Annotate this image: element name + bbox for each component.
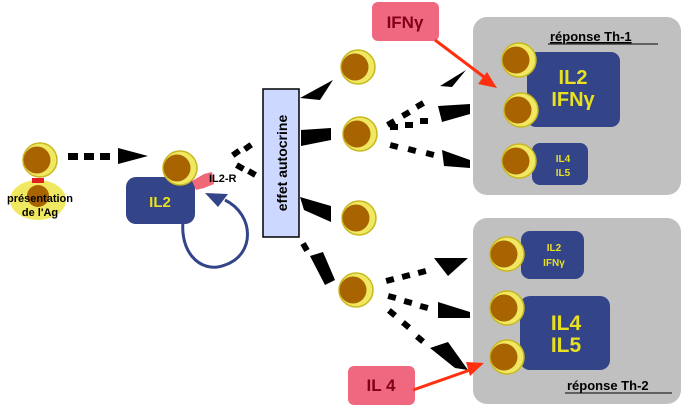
th2-response-title: réponse Th-2	[567, 378, 649, 393]
th2-cytokine-box-small	[521, 231, 584, 279]
ifng-signal-arrow	[434, 38, 489, 82]
th2-small-line1: IL2	[547, 243, 562, 254]
th1-cell-3	[501, 143, 537, 179]
ifng-signal-arrowhead	[478, 72, 497, 88]
th1-cell-2	[503, 92, 539, 128]
activated-t-cell	[162, 150, 198, 186]
intermediate-cell-3	[341, 200, 377, 236]
th1-cytokine-box-small	[532, 143, 588, 185]
intermediate-cell-1	[340, 49, 376, 85]
th1-differentiation-arrows	[386, 70, 470, 168]
proliferation-arrows	[231, 80, 335, 285]
th2-cell-1	[489, 236, 525, 272]
presentation-label-line1: présentation	[7, 193, 73, 205]
th2-cell-3	[489, 339, 525, 375]
th2-cell-2	[489, 290, 525, 326]
presentation-label-line2: de l'Ag	[22, 207, 58, 219]
il4-signal-box	[348, 366, 415, 405]
th1-large-line2: IFNγ	[551, 89, 595, 111]
th1-small-line1: IL4	[556, 154, 571, 165]
apc-cell-nucleus	[27, 185, 49, 207]
th2-cytokine-box-large	[520, 296, 610, 370]
il4-signal-label: IL 4	[367, 376, 397, 395]
il4-signal-arrow	[412, 368, 471, 392]
th1-large-line1: IL2	[559, 67, 588, 89]
th1-cytokine-box-large	[527, 52, 620, 127]
ifng-signal-box	[372, 2, 439, 41]
il2-receptor-label: IL2-R	[209, 173, 237, 185]
th2-differentiation-arrows	[385, 258, 470, 370]
il2-receptor	[192, 172, 214, 190]
intermediate-cell-2	[342, 116, 378, 152]
th1-cell-1	[501, 42, 537, 78]
effet-autocrine-box	[262, 88, 300, 238]
il4-signal-arrowhead	[466, 362, 484, 376]
naive-t-cell	[22, 142, 58, 178]
il2-secretion-box	[126, 177, 195, 224]
activation-arrow	[68, 148, 148, 164]
effet-autocrine-label: effet autocrine	[274, 115, 290, 212]
th2-large-line1: IL4	[551, 312, 582, 335]
il2-label: IL2	[149, 194, 171, 211]
ifng-signal-label: IFNγ	[387, 13, 424, 32]
tcr-mhc-contact	[32, 178, 44, 183]
th2-large-line2: IL5	[551, 334, 582, 357]
autocrine-loop-arrowhead	[205, 193, 228, 207]
autocrine-loop-arrow	[181, 198, 249, 269]
th2-small-line2: IFNγ	[543, 258, 565, 269]
th1-small-line2: IL5	[556, 168, 571, 179]
th1-response-title: réponse Th-1	[550, 29, 632, 44]
intermediate-cell-4	[338, 272, 374, 308]
